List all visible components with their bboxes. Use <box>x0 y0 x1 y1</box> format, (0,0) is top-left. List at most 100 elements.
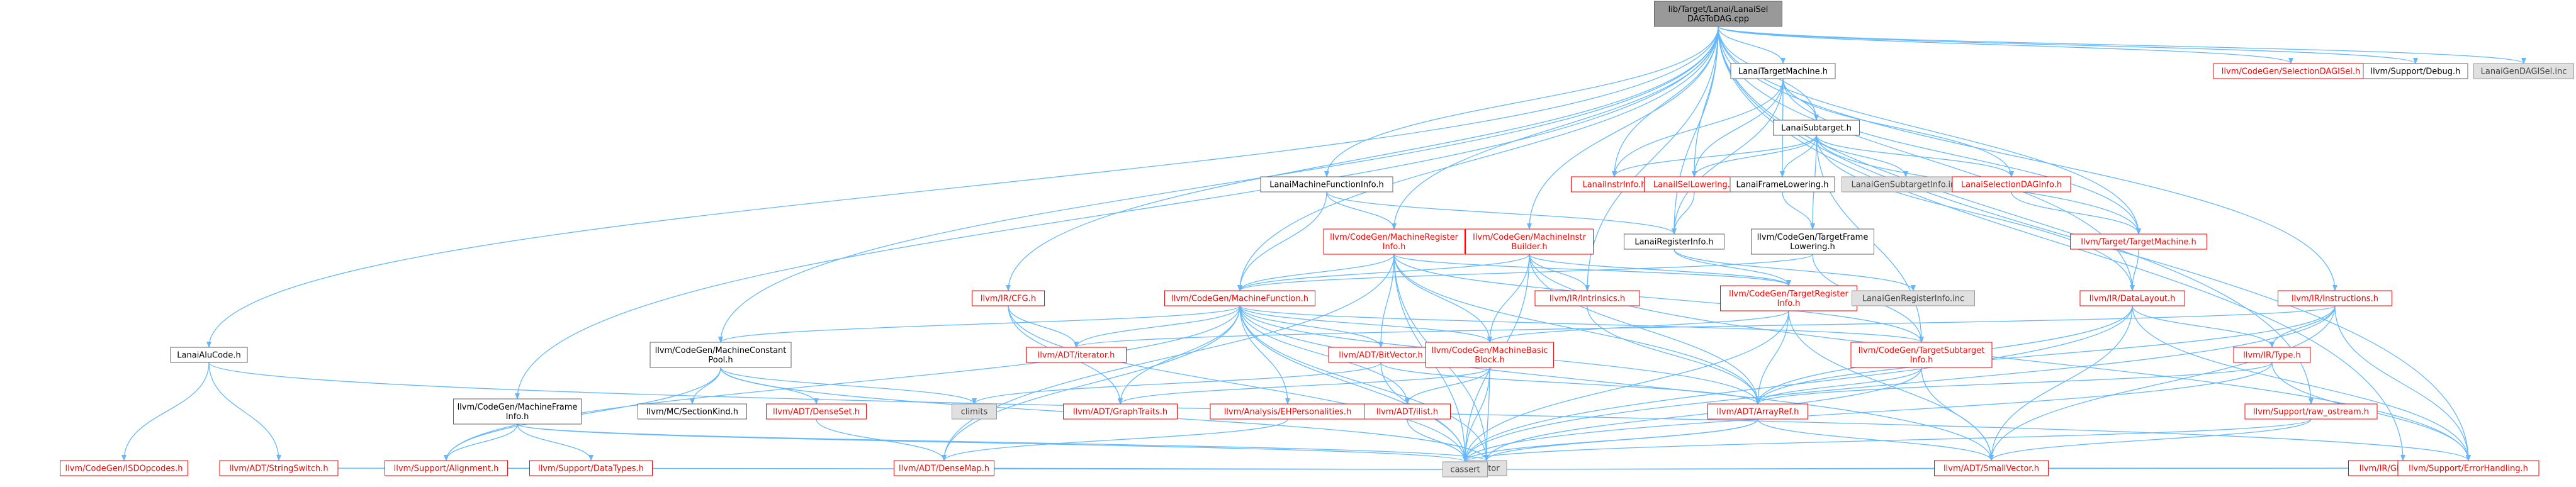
node-instructions[interactable]: llvm/IR/Instructions.h <box>2278 290 2392 306</box>
edge-lanaiAluCode-to-isdOpcodes <box>121 362 210 461</box>
node-box-lanaiGenSub <box>1842 176 1970 193</box>
node-iterator[interactable]: llvm/ADT/iterator.h <box>1026 347 1127 363</box>
edge-mcp-to-climits <box>720 367 977 405</box>
node-box-selDAGISel <box>2213 63 2369 79</box>
node-box-lanaiAluCode <box>170 347 248 363</box>
node-alignment[interactable]: llvm/Support/Alignment.h <box>385 460 508 476</box>
node-label-mfi: llvm/CodeGen/MachineFrame <box>458 403 578 412</box>
edge-lanaiFrame-to-tfl <box>1782 191 1815 230</box>
node-label-sectionKind: llvm/MC/SectionKind.h <box>646 408 738 417</box>
node-box-tsi <box>1850 342 1993 368</box>
edge-mib-to-intrinsics <box>1529 254 1590 291</box>
node-ehpers[interactable]: llvm/Analysis/EHPersonalities.h <box>1210 403 1366 420</box>
node-lanaiAluCode[interactable]: LanaiAluCode.h <box>170 347 248 363</box>
edge-tsi-to-arrayRef <box>1755 367 1922 405</box>
node-lanaiMFI[interactable]: LanaiMachineFunctionInfo.h <box>1260 176 1393 193</box>
node-label-iterator: llvm/ADT/iterator.h <box>1038 351 1115 361</box>
node-label-alignment: llvm/Support/Alignment.h <box>394 464 499 474</box>
edge-lanaiTM-to-lanaiSelDAG <box>1782 78 2014 177</box>
node-label-root: lib/Target/Lanai/LanaiSel <box>1668 5 1769 14</box>
node-box-targetMachine <box>2070 233 2207 250</box>
edge-lanaiSelDAG-to-targetMachine <box>2011 191 2141 235</box>
node-box-irtype <box>2233 347 2311 363</box>
edge-mf-to-mbb <box>1239 305 1492 343</box>
node-bitvector[interactable]: llvm/ADT/BitVector.h <box>1328 347 1434 363</box>
node-lanaiSelDAG[interactable]: LanaiSelectionDAGInfo.h <box>1952 176 2071 193</box>
node-ilist[interactable]: llvm/ADT/ilist.h <box>1364 403 1451 420</box>
edge-dataLayout-to-smallVector <box>1989 305 2133 461</box>
edge-tri-to-mbb <box>1487 310 1789 343</box>
node-box-mri <box>1323 228 1465 255</box>
node-densesetH[interactable]: llvm/ADT/DenseSet.h <box>766 403 867 420</box>
node-lanaiFrame[interactable]: LanaiFrameLowering.h <box>1730 176 1835 193</box>
node-lanaiInstr[interactable]: LanaiInstrInfo.h <box>1571 176 1658 193</box>
node-targetMachine[interactable]: llvm/Target/TargetMachine.h <box>2070 233 2207 250</box>
node-box-rawOstream <box>2244 403 2378 420</box>
edge-cfg-to-iterator <box>1008 305 1079 348</box>
edge-root-to-lanaiGenDAG <box>1718 26 2526 64</box>
node-lanaiSub[interactable]: LanaiSubtarget.h <box>1773 120 1860 136</box>
node-selDAGISel[interactable]: llvm/CodeGen/SelectionDAGISel.h <box>2213 63 2369 79</box>
node-label-mri: llvm/CodeGen/MachineRegister <box>1330 233 1459 242</box>
node-label-lanaiAluCode: LanaiAluCode.h <box>177 351 240 361</box>
node-irtype[interactable]: llvm/IR/Type.h <box>2233 347 2311 363</box>
node-label-targetMachine: llvm/Target/TargetMachine.h <box>2081 238 2196 247</box>
node-label-mbb: llvm/CodeGen/MachineBasic <box>1432 346 1548 355</box>
node-dataTypes[interactable]: llvm/Support/DataTypes.h <box>529 460 653 476</box>
edge-smallVector-to-cassert <box>1465 466 1992 472</box>
edge-root-to-mcp <box>718 26 1719 343</box>
edge-lanaiSub-to-lanaiGenSub <box>1816 135 1908 177</box>
edge-ilist-to-cassert <box>1407 418 1468 462</box>
node-box-lanaiFrame <box>1730 176 1835 193</box>
node-label-mri: Info.h <box>1383 242 1406 252</box>
node-arrayRef[interactable]: llvm/ADT/ArrayRef.h <box>1707 403 1808 420</box>
node-mf[interactable]: llvm/CodeGen/MachineFunction.h <box>1164 290 1315 306</box>
node-sectionKind[interactable]: llvm/MC/SectionKind.h <box>638 403 747 420</box>
node-box-sectionKind <box>638 403 747 420</box>
node-stringSwitch[interactable]: llvm/ADT/StringSwitch.h <box>219 460 339 476</box>
edge-mf-to-graphTraits <box>1118 305 1240 405</box>
node-rawOstream[interactable]: llvm/Support/raw_ostream.h <box>2244 403 2378 420</box>
node-dataLayout[interactable]: llvm/IR/DataLayout.h <box>2079 290 2185 306</box>
node-supportDebug[interactable]: llvm/Support/Debug.h <box>2363 63 2468 79</box>
node-label-isdOpcodes: llvm/CodeGen/ISDOpcodes.h <box>65 464 183 474</box>
edge-mfi-to-dataTypes <box>517 423 593 461</box>
node-box-lanaiGenReg <box>1852 290 1975 306</box>
edge-lanaiSub-to-lanaiSelDAG <box>1816 135 2014 177</box>
node-label-lanaiSelDAG: LanaiSelectionDAGInfo.h <box>1961 181 2062 190</box>
node-box-arrayRef <box>1707 403 1808 420</box>
node-smallVector[interactable]: llvm/ADT/SmallVector.h <box>1934 460 2049 476</box>
node-box-tri <box>1720 285 1857 311</box>
node-lanaiISel[interactable]: LanaiISelLowering.h <box>1644 176 1745 193</box>
node-label-densesetH: llvm/ADT/DenseSet.h <box>773 408 860 417</box>
edge-bitvector-to-climits <box>972 362 1381 405</box>
node-box-bitvector <box>1328 347 1434 363</box>
node-box-tfl <box>1751 228 1874 255</box>
node-label-tsi: Info.h <box>1910 355 1933 365</box>
node-intrinsics[interactable]: llvm/IR/Intrinsics.h <box>1534 290 1640 306</box>
node-lanaiRegInfo[interactable]: LanaiRegisterInfo.h <box>1624 233 1724 250</box>
node-isdOpcodes[interactable]: llvm/CodeGen/ISDOpcodes.h <box>60 460 188 476</box>
node-label-ehpers: llvm/Analysis/EHPersonalities.h <box>1224 408 1352 417</box>
node-cfg[interactable]: llvm/IR/CFG.h <box>972 290 1045 306</box>
node-label-lanaiSub: LanaiSubtarget.h <box>1781 124 1852 133</box>
node-errorHandling[interactable]: llvm/Support/ErrorHandling.h <box>2397 460 2539 476</box>
node-box-climits <box>952 403 997 420</box>
edge-mri-to-tsi <box>1393 254 1924 343</box>
edge-instructions-to-errorHandling <box>2334 305 2471 461</box>
node-denseMap[interactable]: llvm/ADT/DenseMap.h <box>894 460 994 476</box>
node-box-mbb <box>1426 342 1554 368</box>
node-lanaiTM[interactable]: LanaiTargetMachine.h <box>1730 63 1836 79</box>
node-graphTraits[interactable]: llvm/ADT/GraphTraits.h <box>1063 403 1178 420</box>
edge-dataLayout-to-irtype <box>2132 305 2275 348</box>
node-box-smallVector <box>1934 460 2049 476</box>
